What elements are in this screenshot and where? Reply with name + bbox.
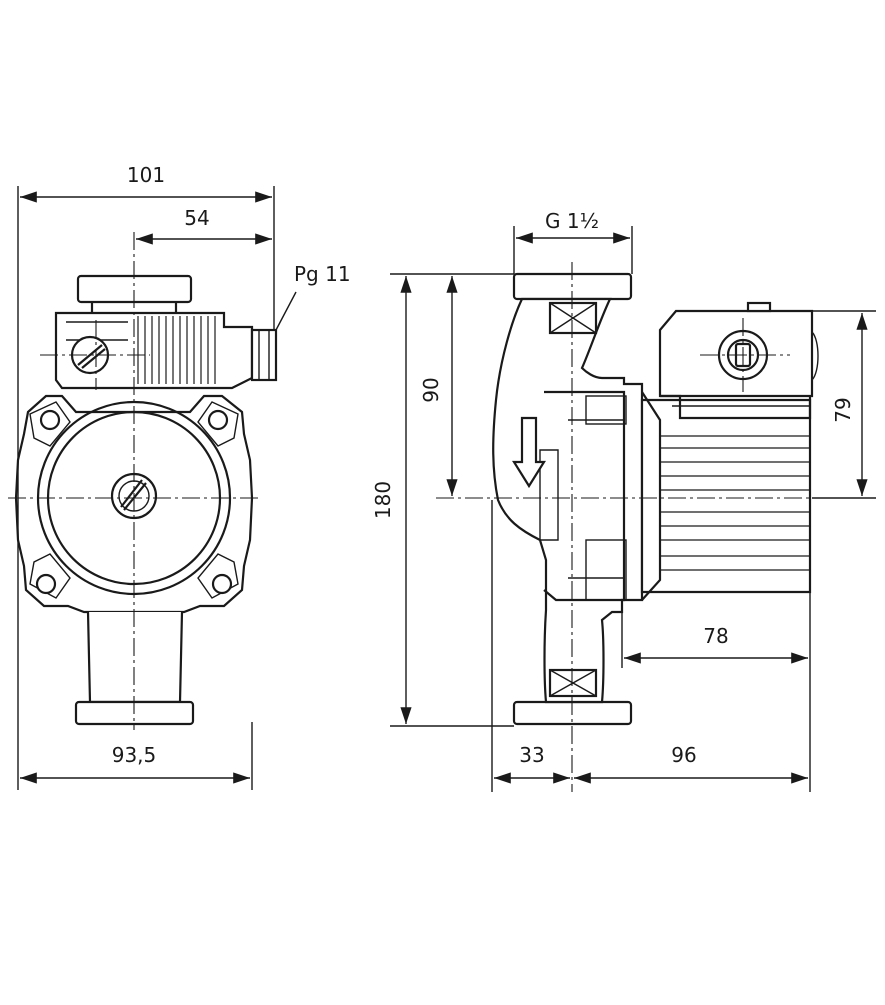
side-view [436, 262, 819, 792]
dim-side-depth: 96 [671, 743, 696, 767]
side-dimensions: G 1½ 180 90 79 78 33 96 [371, 209, 876, 792]
dim-total-width: 101 [127, 163, 165, 187]
motor-fins [660, 435, 810, 571]
front-view [8, 232, 278, 730]
dim-height-total: 180 [371, 481, 395, 519]
dim-motor-length: 78 [703, 624, 728, 648]
dim-cable-gland: Pg 11 [294, 262, 351, 286]
dim-bottom-width: 93,5 [112, 743, 157, 767]
terminal-box-fins [66, 316, 216, 384]
dim-box-offset: 54 [184, 206, 209, 230]
dim-inlet-offset: 33 [519, 743, 544, 767]
mounting-holes [29, 401, 239, 599]
dim-box-height: 79 [831, 397, 855, 422]
front-dimensions: 101 54 Pg 11 93,5 [17, 163, 351, 790]
dim-pipe-thread: G 1½ [545, 209, 599, 233]
dim-height-axis: 90 [419, 377, 443, 402]
